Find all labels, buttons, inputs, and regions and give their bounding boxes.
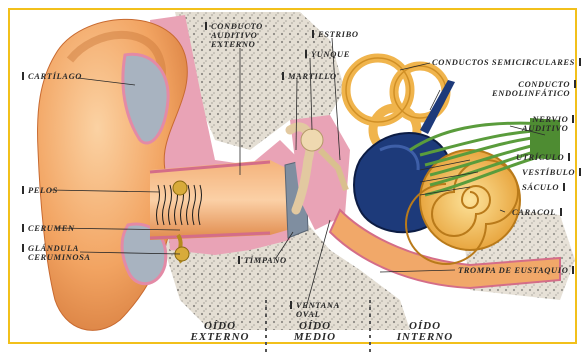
section-oido-interno: Oído interno bbox=[385, 321, 465, 343]
label-trompa-de-eustaquio: Trompa de Eustaquio bbox=[458, 266, 574, 275]
endolymphatic-duct bbox=[420, 80, 455, 134]
gland-bulb-upper bbox=[173, 181, 187, 195]
ear-canal bbox=[150, 160, 305, 240]
label-cerumen: Cerumen bbox=[22, 224, 75, 233]
label-cartilago: Cartílago bbox=[22, 72, 82, 81]
label-yunque: Yunque bbox=[305, 50, 350, 59]
label-conductos-semicirculares: Conductos semicirculares bbox=[432, 58, 581, 67]
label-timpano: Tímpano bbox=[238, 256, 287, 265]
label-conducto-endolinfatico: Conducto endolinfático bbox=[492, 80, 576, 98]
incus bbox=[301, 129, 323, 151]
label-estribo: Estribo bbox=[312, 30, 359, 39]
label-ventana-oval: Ventana oval bbox=[290, 301, 340, 319]
label-vestibulo: Vestíbulo bbox=[522, 168, 581, 177]
label-caracol: Caracol bbox=[512, 208, 562, 217]
label-utriculo: Utrículo bbox=[516, 153, 570, 162]
label-nervio-auditivo: Nervio auditivo bbox=[522, 115, 574, 133]
section-oido-medio: Oído medio bbox=[280, 321, 350, 343]
label-pelos: Pelos bbox=[22, 186, 58, 195]
label-martillo: Martillo bbox=[282, 72, 337, 81]
section-oido-externo: Oído externo bbox=[185, 321, 255, 343]
label-saculo: Sáculo bbox=[522, 183, 565, 192]
label-glandula-ceruminosa: Glándula ceruminosa bbox=[22, 244, 91, 262]
label-conducto-auditivo-externo: Conducto auditivo externo bbox=[205, 22, 263, 49]
